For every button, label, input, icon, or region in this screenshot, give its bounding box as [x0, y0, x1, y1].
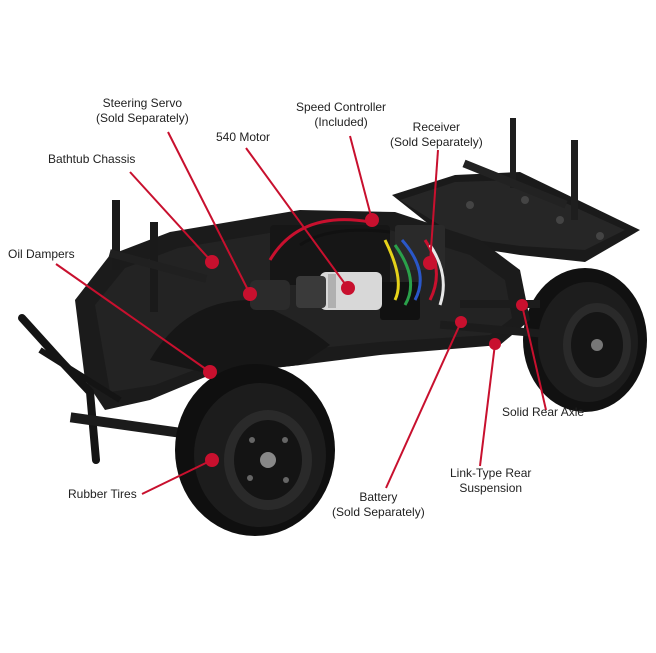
dot-link-rear [489, 338, 501, 350]
label-link-type-rear-suspension: Link-Type Rear Suspension [450, 466, 532, 495]
label-steering-servo: Steering Servo (Sold Separately) [96, 96, 189, 125]
dot-battery [455, 316, 467, 328]
leader-rubber-tires [141, 459, 213, 495]
leader-oil-dampers [55, 263, 211, 373]
label-battery: Battery (Sold Separately) [332, 490, 425, 519]
leader-speed-controller [349, 135, 373, 221]
dot-rubber-tires [205, 453, 219, 467]
dot-motor [341, 281, 355, 295]
rear-body-posts [462, 118, 578, 220]
dot-bathtub-chassis [205, 255, 219, 269]
leader-battery [385, 321, 462, 489]
label-receiver: Receiver (Sold Separately) [390, 120, 483, 149]
label-rubber-tires: Rubber Tires [68, 487, 137, 501]
leader-link-rear [479, 343, 496, 467]
wiring [268, 218, 445, 306]
dot-solid-rear-axle [516, 299, 528, 311]
label-540-motor: 540 Motor [216, 130, 271, 144]
leader-solid-rear-axle [521, 304, 547, 411]
label-oil-dampers: Oil Dampers [8, 247, 75, 261]
rear-right-wheel [523, 268, 647, 412]
front-body-posts [108, 200, 208, 312]
label-speed-controller: Speed Controller (Included) [296, 100, 387, 129]
dot-speed-controller [365, 213, 379, 227]
dot-receiver [423, 256, 437, 270]
front-left-wheel [175, 364, 335, 536]
leader-steering-servo [167, 131, 251, 295]
label-bathtub-chassis: Bathtub Chassis [48, 152, 136, 166]
leader-receiver [429, 149, 439, 264]
leader-lines [55, 131, 547, 495]
dot-oil-dampers [203, 365, 217, 379]
leader-bathtub-chassis [129, 171, 213, 263]
front-bumper [18, 314, 181, 464]
leader-motor [245, 147, 349, 289]
label-solid-rear-axle: Solid Rear Axle [502, 405, 585, 419]
callout-dots [203, 213, 528, 467]
dot-steering-servo [243, 287, 257, 301]
